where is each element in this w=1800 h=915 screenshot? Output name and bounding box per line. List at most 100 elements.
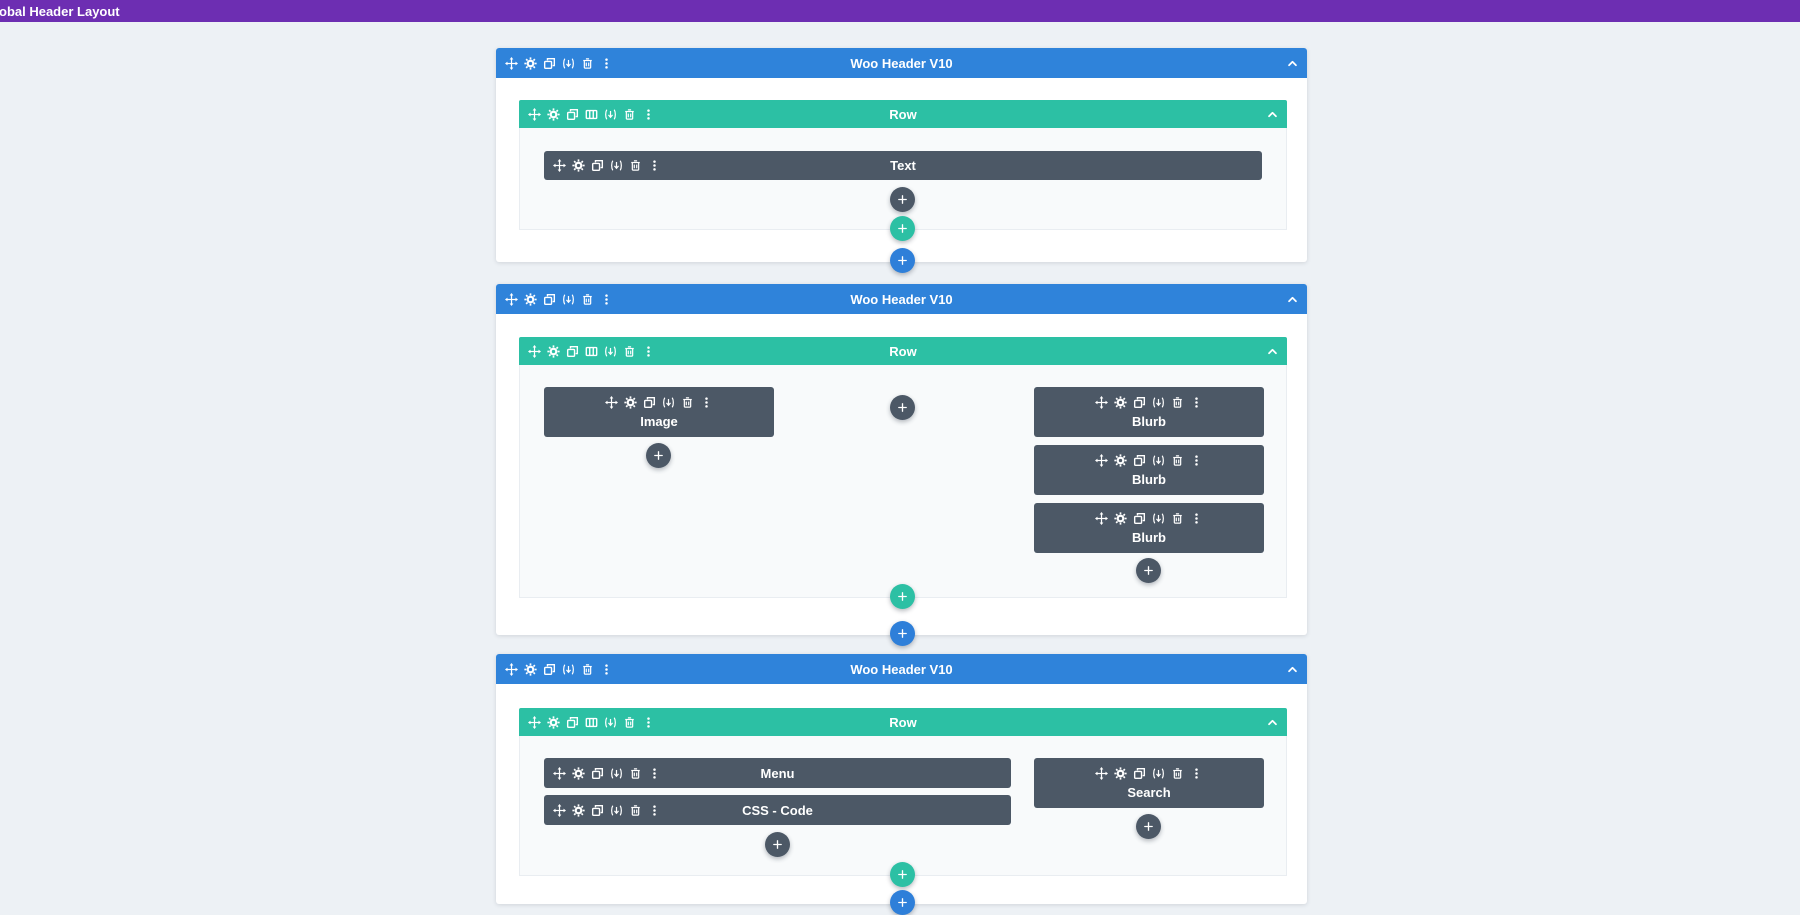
module-bar-image[interactable]: Image: [544, 387, 774, 437]
trash-icon[interactable]: [581, 57, 594, 70]
section-header-bar[interactable]: Woo Header V10: [496, 284, 1307, 314]
duplicate-icon[interactable]: [1133, 512, 1146, 525]
settings-icon[interactable]: [547, 715, 560, 729]
add-module-button[interactable]: [890, 187, 915, 212]
trash-icon[interactable]: [623, 345, 636, 358]
move-icon[interactable]: [505, 292, 518, 306]
save-to-library-icon[interactable]: [610, 804, 623, 817]
move-icon[interactable]: [528, 715, 541, 729]
save-to-library-icon[interactable]: [1152, 512, 1165, 525]
trash-icon[interactable]: [1171, 512, 1184, 525]
save-to-library-icon[interactable]: [562, 663, 575, 676]
settings-icon[interactable]: [524, 662, 537, 676]
duplicate-icon[interactable]: [543, 663, 556, 676]
duplicate-icon[interactable]: [591, 804, 604, 817]
duplicate-icon[interactable]: [543, 293, 556, 306]
add-section-button[interactable]: [890, 621, 915, 646]
trash-icon[interactable]: [1171, 396, 1184, 409]
trash-icon[interactable]: [623, 716, 636, 729]
module-bar-search[interactable]: Search: [1034, 758, 1264, 808]
add-module-button[interactable]: [646, 443, 671, 468]
trash-icon[interactable]: [629, 159, 642, 172]
duplicate-icon[interactable]: [591, 767, 604, 780]
more-options-icon[interactable]: [642, 108, 655, 121]
section-header-bar[interactable]: Woo Header V10: [496, 654, 1307, 684]
collapse-row-button[interactable]: [1267, 708, 1278, 736]
module-bar-css-code[interactable]: CSS - Code: [544, 795, 1011, 825]
add-row-button[interactable]: [890, 216, 915, 241]
move-icon[interactable]: [605, 396, 618, 409]
trash-icon[interactable]: [581, 293, 594, 306]
move-icon[interactable]: [1095, 512, 1108, 525]
save-to-library-icon[interactable]: [1152, 454, 1165, 467]
save-to-library-icon[interactable]: [662, 396, 675, 409]
more-options-icon[interactable]: [648, 804, 661, 817]
settings-icon[interactable]: [1114, 454, 1127, 467]
settings-icon[interactable]: [547, 344, 560, 358]
duplicate-icon[interactable]: [543, 57, 556, 70]
collapse-row-button[interactable]: [1267, 337, 1278, 365]
more-options-icon[interactable]: [1190, 512, 1203, 525]
more-options-icon[interactable]: [642, 716, 655, 729]
move-icon[interactable]: [1095, 454, 1108, 467]
save-to-library-icon[interactable]: [610, 159, 623, 172]
add-row-button[interactable]: [890, 584, 915, 609]
duplicate-icon[interactable]: [1133, 454, 1146, 467]
add-section-button[interactable]: [890, 890, 915, 915]
settings-icon[interactable]: [1114, 767, 1127, 780]
move-icon[interactable]: [553, 159, 566, 172]
duplicate-icon[interactable]: [643, 396, 656, 409]
collapse-section-button[interactable]: [1287, 284, 1298, 314]
move-icon[interactable]: [505, 56, 518, 70]
collapse-section-button[interactable]: [1287, 48, 1298, 78]
duplicate-icon[interactable]: [566, 108, 579, 121]
row-header-bar[interactable]: Row: [519, 708, 1287, 736]
module-bar-menu[interactable]: Menu: [544, 758, 1011, 788]
module-bar-blurb[interactable]: Blurb: [1034, 503, 1264, 553]
column-structure-icon[interactable]: [585, 345, 598, 358]
collapse-section-button[interactable]: [1287, 654, 1298, 684]
module-bar-text[interactable]: Text: [544, 151, 1262, 180]
duplicate-icon[interactable]: [1133, 767, 1146, 780]
add-module-button[interactable]: [765, 832, 790, 857]
settings-icon[interactable]: [547, 107, 560, 121]
settings-icon[interactable]: [572, 159, 585, 172]
trash-icon[interactable]: [681, 396, 694, 409]
move-icon[interactable]: [1095, 767, 1108, 780]
trash-icon[interactable]: [1171, 454, 1184, 467]
move-icon[interactable]: [553, 803, 566, 817]
section-header-bar[interactable]: Woo Header V10: [496, 48, 1307, 78]
more-options-icon[interactable]: [600, 57, 613, 70]
add-row-button[interactable]: [890, 862, 915, 887]
settings-icon[interactable]: [572, 766, 585, 780]
save-to-library-icon[interactable]: [562, 293, 575, 306]
settings-icon[interactable]: [524, 56, 537, 70]
move-icon[interactable]: [528, 344, 541, 358]
move-icon[interactable]: [553, 766, 566, 780]
trash-icon[interactable]: [1171, 767, 1184, 780]
more-options-icon[interactable]: [600, 663, 613, 676]
more-options-icon[interactable]: [648, 767, 661, 780]
move-icon[interactable]: [528, 107, 541, 121]
save-to-library-icon[interactable]: [1152, 767, 1165, 780]
save-to-library-icon[interactable]: [604, 345, 617, 358]
trash-icon[interactable]: [629, 767, 642, 780]
more-options-icon[interactable]: [642, 345, 655, 358]
trash-icon[interactable]: [581, 663, 594, 676]
trash-icon[interactable]: [623, 108, 636, 121]
settings-icon[interactable]: [624, 396, 637, 409]
settings-icon[interactable]: [1114, 396, 1127, 409]
move-icon[interactable]: [505, 662, 518, 676]
trash-icon[interactable]: [629, 804, 642, 817]
duplicate-icon[interactable]: [1133, 396, 1146, 409]
move-icon[interactable]: [1095, 396, 1108, 409]
save-to-library-icon[interactable]: [562, 57, 575, 70]
add-module-button[interactable]: [1136, 558, 1161, 583]
column-structure-icon[interactable]: [585, 108, 598, 121]
row-header-bar[interactable]: Row: [519, 100, 1287, 128]
duplicate-icon[interactable]: [566, 716, 579, 729]
settings-icon[interactable]: [572, 803, 585, 817]
more-options-icon[interactable]: [648, 159, 661, 172]
module-bar-blurb[interactable]: Blurb: [1034, 387, 1264, 437]
row-header-bar[interactable]: Row: [519, 337, 1287, 365]
